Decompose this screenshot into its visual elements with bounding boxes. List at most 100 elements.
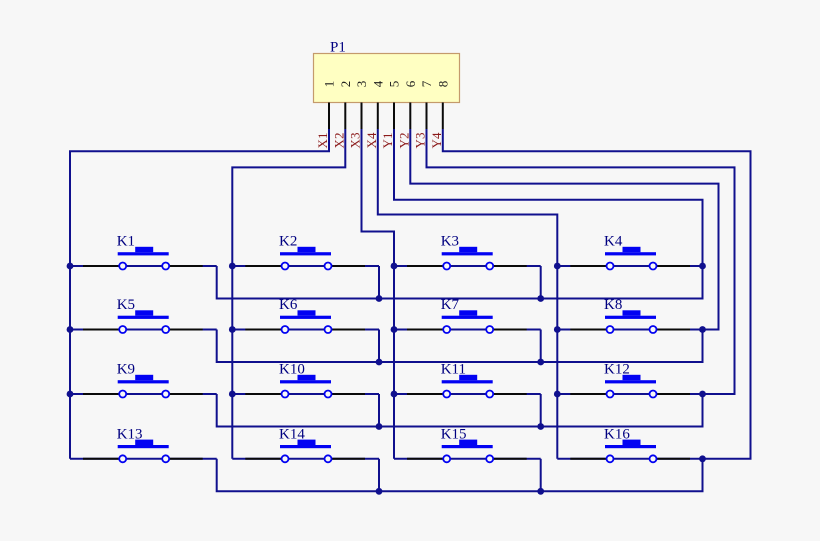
junction-dot: [375, 423, 383, 430]
net-wire-Y2: [215, 129, 720, 363]
connector-pin-number: 1: [322, 81, 337, 88]
button-actuator-bump: [622, 246, 641, 253]
junction-dot: [537, 423, 545, 430]
junction-dot: [390, 262, 398, 270]
connector-pin-number: 7: [419, 80, 434, 87]
button-actuator-bump: [297, 439, 316, 445]
net-label-Y2: Y2: [396, 133, 411, 149]
button-label-K11: K11: [441, 362, 466, 378]
button-terminal-circle: [485, 325, 495, 334]
connector-pin-number: 2: [338, 81, 353, 88]
button-label-K6: K6: [279, 297, 298, 313]
button-terminal-circle: [161, 261, 171, 271]
button-label-K7: K7: [441, 297, 460, 313]
button-terminal-circle: [485, 261, 495, 271]
button-terminal-circle: [605, 389, 615, 399]
button-terminal-circle: [605, 325, 615, 334]
button-actuator-bar: [280, 445, 331, 449]
connector-pin-number: 6: [403, 80, 418, 87]
button-label-K5: K5: [117, 297, 135, 313]
button-actuator-bar: [117, 315, 169, 319]
button-terminal-circle: [118, 261, 128, 271]
button-actuator-bar: [441, 252, 493, 256]
button-terminal-circle: [323, 325, 333, 334]
button-terminal-circle: [442, 454, 452, 464]
button-actuator-bar: [441, 380, 493, 384]
junction-dot: [66, 262, 74, 270]
button-terminal-circle: [442, 261, 452, 271]
button-terminal-circle: [485, 454, 495, 464]
button-actuator-bar: [605, 380, 656, 384]
button-actuator-bump: [135, 439, 154, 445]
button-actuator-bump: [459, 374, 478, 381]
net-label-X3: X3: [348, 133, 363, 149]
button-actuator-bar: [605, 315, 656, 319]
button-label-K3: K3: [441, 234, 459, 250]
button-actuator-bump: [622, 439, 641, 445]
junction-dot: [553, 390, 561, 398]
junction-dot: [390, 326, 398, 333]
junction-dot: [553, 262, 561, 270]
button-actuator-bar: [441, 315, 493, 319]
button-label-K8: K8: [604, 297, 622, 313]
button-actuator-bar: [605, 252, 656, 256]
junction-dot: [375, 295, 383, 302]
button-actuator-bar: [441, 445, 493, 449]
connector-p1-designator: P1: [330, 40, 346, 56]
junction-dot: [66, 326, 74, 333]
net-label-X4: X4: [364, 132, 379, 148]
button-terminal-circle: [605, 261, 615, 271]
button-terminal-circle: [442, 325, 452, 334]
button-actuator-bar: [280, 380, 331, 384]
button-terminal-circle: [118, 389, 128, 399]
button-actuator-bump: [459, 246, 478, 253]
button-actuator-bump: [297, 310, 316, 316]
junction-dot: [553, 326, 561, 333]
net-wire-Y3: [215, 129, 736, 428]
button-actuator-bump: [135, 310, 154, 316]
connector-pin-number: 8: [435, 81, 450, 88]
junction-dot: [228, 326, 236, 333]
net-label-X2: X2: [331, 133, 346, 149]
button-label-K15: K15: [441, 426, 467, 442]
button-label-K10: K10: [279, 362, 305, 378]
net-wire-X4: [376, 129, 559, 459]
button-terminal-circle: [323, 389, 333, 399]
button-terminal-circle: [161, 454, 171, 464]
button-actuator-bar: [117, 252, 169, 256]
button-label-K4: K4: [604, 234, 623, 250]
button-actuator-bump: [622, 310, 641, 316]
junction-dot: [390, 390, 398, 398]
button-terminal-circle: [648, 325, 658, 334]
connector-pin-number: 4: [370, 80, 385, 87]
button-terminal-circle: [323, 454, 333, 464]
net-label-Y1: Y1: [380, 133, 395, 149]
button-actuator-bar: [117, 380, 169, 384]
button-actuator-bar: [280, 252, 331, 256]
junction-dot: [537, 295, 545, 302]
junction-dot: [699, 390, 706, 398]
button-label-K9: K9: [117, 362, 135, 378]
net-wire-Y1: [215, 129, 704, 300]
net-label-X1: X1: [315, 133, 330, 149]
button-terminal-circle: [442, 389, 452, 399]
button-terminal-circle: [280, 454, 290, 464]
button-terminal-circle: [280, 389, 290, 399]
junction-dot: [699, 455, 706, 463]
net-label-Y4: Y4: [429, 132, 444, 148]
button-label-K14: K14: [279, 426, 305, 442]
button-terminal-circle: [648, 261, 658, 271]
button-terminal-circle: [648, 389, 658, 399]
junction-dot: [375, 358, 383, 366]
junction-dot: [537, 358, 545, 366]
junction-dot: [699, 326, 706, 333]
button-actuator-bump: [135, 374, 154, 381]
connector-p1-body: [312, 52, 461, 104]
net-wire-X3: [360, 129, 395, 459]
junction-dot: [228, 390, 236, 398]
button-actuator-bar: [117, 445, 169, 449]
junction-dot: [375, 487, 383, 495]
button-terminal-circle: [485, 389, 495, 399]
button-terminal-circle: [648, 454, 658, 464]
